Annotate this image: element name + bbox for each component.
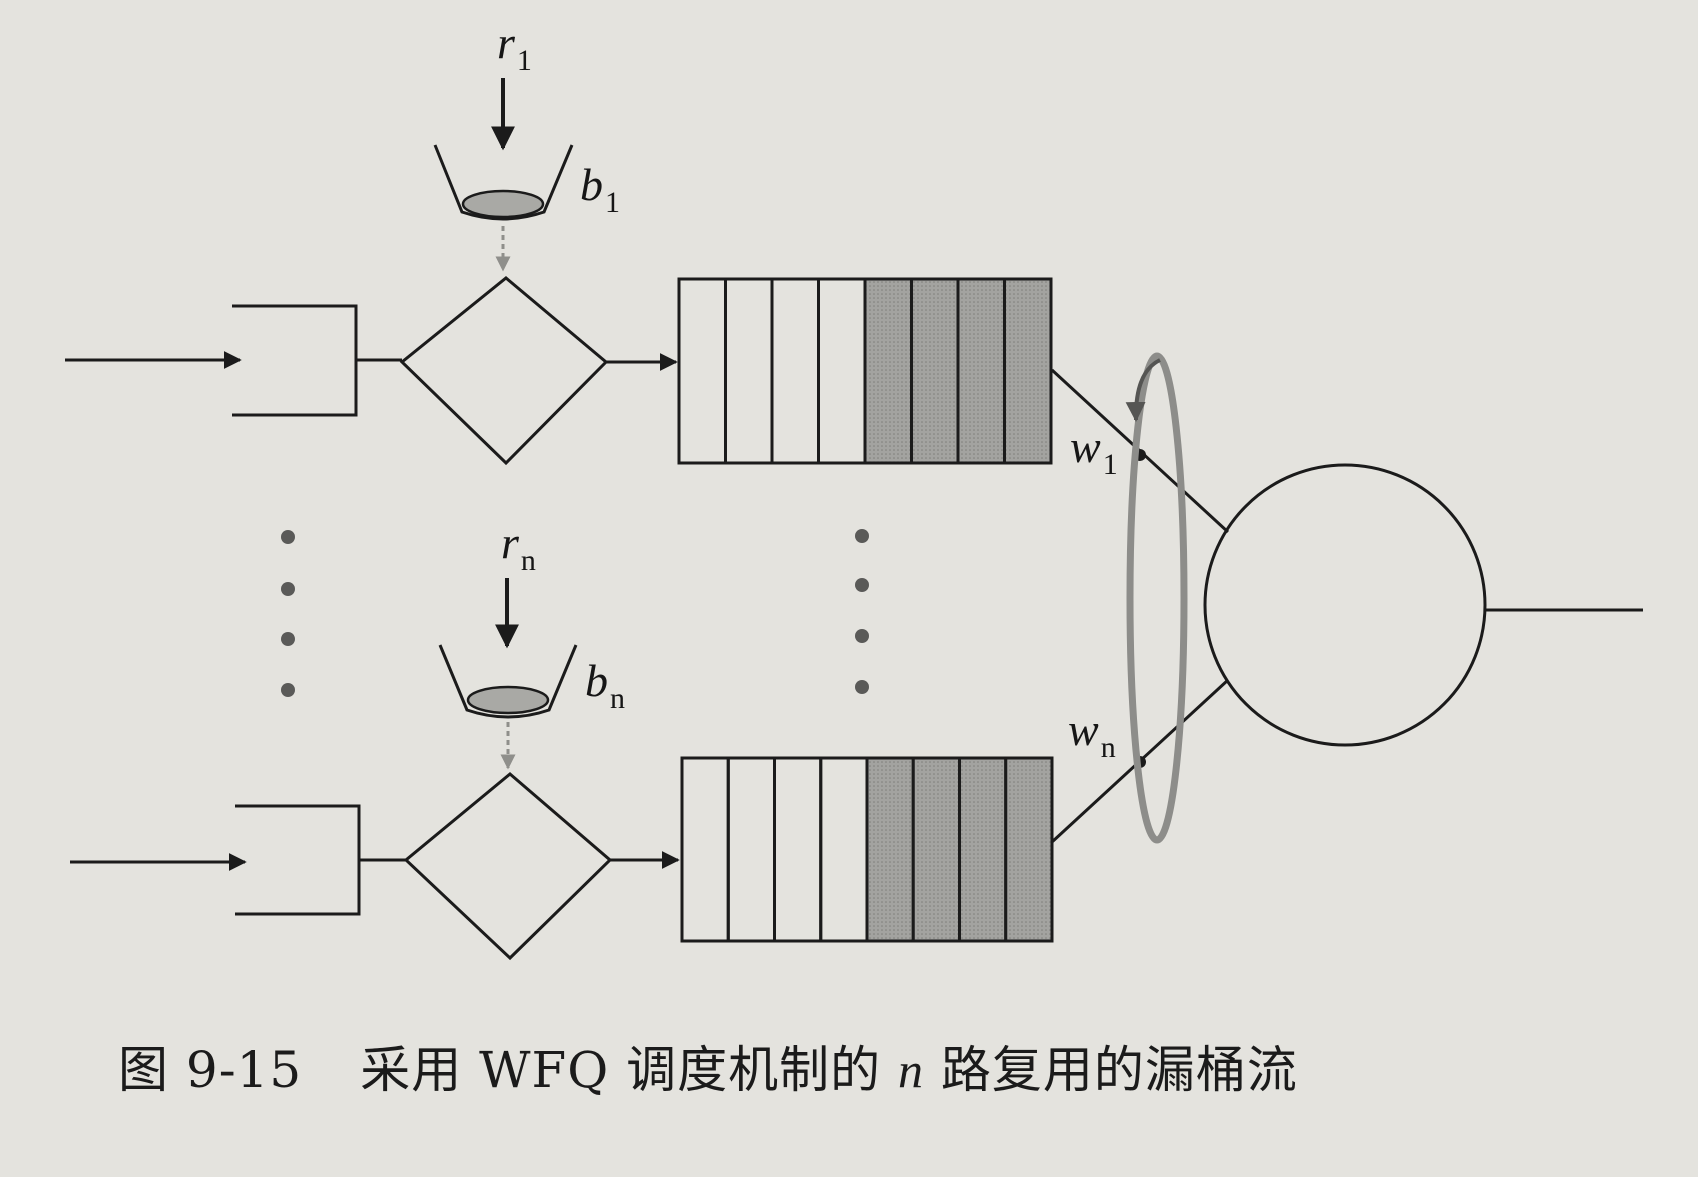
queue-n-cell [865, 756, 915, 943]
queue-1-cell [770, 277, 820, 465]
queue-1-cell [956, 277, 1006, 465]
figure-caption: 图 9-15 采用 WFQ 调度机制的 n 路复用的漏桶流 [118, 1030, 1578, 1102]
token-pool-1 [461, 189, 545, 219]
ellipsis-left [281, 530, 295, 697]
queue-1-cell [910, 277, 960, 465]
classifier-1 [232, 304, 358, 417]
ellipsis-middle [855, 529, 869, 694]
token-bucket-1 [433, 144, 574, 221]
queue-1-cell [677, 277, 727, 465]
classifier-n [235, 804, 361, 916]
caption-text-after: 路复用的漏桶流 [940, 1041, 1298, 1099]
queue-1-cell [863, 277, 913, 465]
rate-label-1: r1 [497, 17, 532, 77]
queue-n-cell [958, 756, 1008, 943]
leaky-bucket-regulator-n [403, 772, 613, 961]
queue-n [680, 756, 1054, 943]
bucket-label-1: b1 [580, 159, 620, 219]
queue-1-cell [724, 277, 774, 465]
rate-label-n: rn [501, 517, 536, 577]
token-pool-n [466, 685, 550, 715]
queue-n-cell [1004, 756, 1054, 943]
caption-n: n [898, 1042, 925, 1098]
queue-1-cell [1003, 277, 1053, 465]
queue-1 [677, 277, 1053, 465]
round-robin-ring [1126, 352, 1188, 844]
queue-n-cell [911, 756, 961, 943]
token-bucket-n [438, 644, 578, 719]
queue-n-cell [773, 756, 823, 943]
leaky-bucket-regulator-1 [399, 276, 609, 466]
figure-number: 图 9-15 [118, 1041, 303, 1099]
flow-1: r1 b1 w1 [65, 17, 1230, 534]
weight-label-n: wn [1068, 704, 1116, 764]
output-link-server [1203, 463, 1487, 747]
weight-label-1: w1 [1070, 421, 1118, 481]
queue-1-cell [817, 277, 867, 465]
caption-text-before: 采用 WFQ 调度机制的 [360, 1041, 882, 1099]
bucket-label-n: bn [585, 655, 625, 715]
flow-n: rn bn wn [70, 517, 1230, 961]
queue-n-cell [819, 756, 869, 943]
wfq-scheduler [1125, 352, 1643, 844]
round-robin-arrow [1125, 358, 1161, 422]
queue-n-cell [726, 756, 776, 943]
queue-n-cell [680, 756, 730, 943]
